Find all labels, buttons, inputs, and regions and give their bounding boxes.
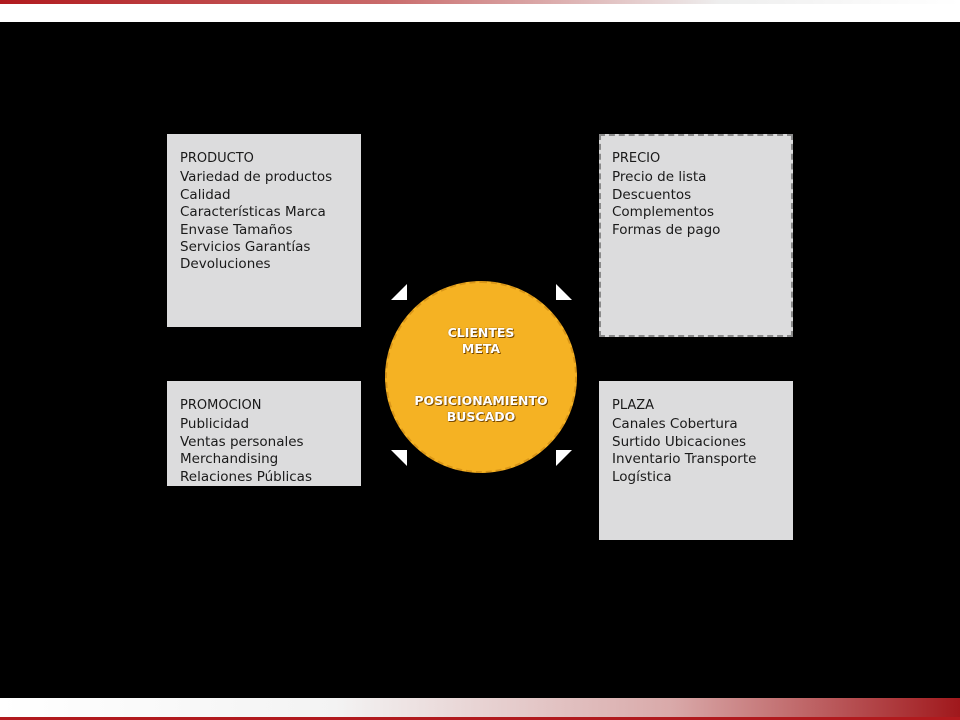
precio-box: PRECIO Precio de lista Descuentos Comple… bbox=[599, 134, 793, 337]
circle-line-1: CLIENTES bbox=[447, 325, 515, 340]
target-customers-circle bbox=[385, 281, 577, 473]
plaza-title: PLAZA bbox=[612, 398, 655, 413]
circle-line-3: POSICIONAMIENTO bbox=[414, 393, 548, 408]
promocion-line: Publicidad bbox=[180, 416, 250, 433]
promocion-line: Merchandising bbox=[180, 451, 279, 468]
circle-line-2: META bbox=[461, 341, 501, 356]
precio-line: Complementos bbox=[612, 204, 715, 221]
precio-line: Descuentos bbox=[612, 186, 692, 203]
arrow-top-left-icon bbox=[391, 284, 407, 300]
promocion-box: PROMOCION Publicidad Ventas personales M… bbox=[167, 381, 361, 486]
producto-line: Calidad bbox=[180, 186, 231, 203]
precio-line: Precio de lista bbox=[612, 169, 707, 186]
plaza-line: Canales Cobertura bbox=[612, 416, 738, 433]
producto-line: Servicios Garantías bbox=[180, 239, 311, 256]
producto-title: PRODUCTO bbox=[180, 151, 254, 166]
bottom-decorative-bar bbox=[0, 698, 960, 720]
promocion-line: Relaciones Públicas bbox=[180, 468, 312, 485]
promocion-title: PROMOCION bbox=[180, 398, 262, 413]
plaza-line: Surtido Ubicaciones bbox=[612, 433, 747, 450]
promocion-line: Ventas personales bbox=[180, 433, 304, 450]
positioning-label: POSICIONAMIENTO BUSCADO bbox=[385, 393, 577, 425]
producto-line: Devoluciones bbox=[180, 256, 271, 273]
plaza-line: Logística bbox=[612, 468, 672, 485]
circle-line-4: BUSCADO bbox=[446, 409, 516, 424]
arrow-bottom-left-icon bbox=[391, 450, 407, 466]
arrow-top-right-icon bbox=[556, 284, 572, 300]
plaza-box: PLAZA Canales Cobertura Surtido Ubicacio… bbox=[599, 381, 793, 540]
target-customers-label: CLIENTES META bbox=[385, 325, 577, 357]
producto-line: Envase Tamaños bbox=[180, 221, 293, 238]
producto-line: Características Marca bbox=[180, 204, 326, 221]
producto-line: Variedad de productos bbox=[180, 169, 333, 186]
plaza-line: Inventario Transporte bbox=[612, 451, 757, 468]
top-decorative-bar bbox=[0, 0, 960, 22]
precio-line: Formas de pago bbox=[612, 221, 721, 238]
producto-box: PRODUCTO Variedad de productos Calidad C… bbox=[167, 134, 361, 327]
precio-title: PRECIO bbox=[612, 151, 661, 166]
arrow-bottom-right-icon bbox=[556, 450, 572, 466]
